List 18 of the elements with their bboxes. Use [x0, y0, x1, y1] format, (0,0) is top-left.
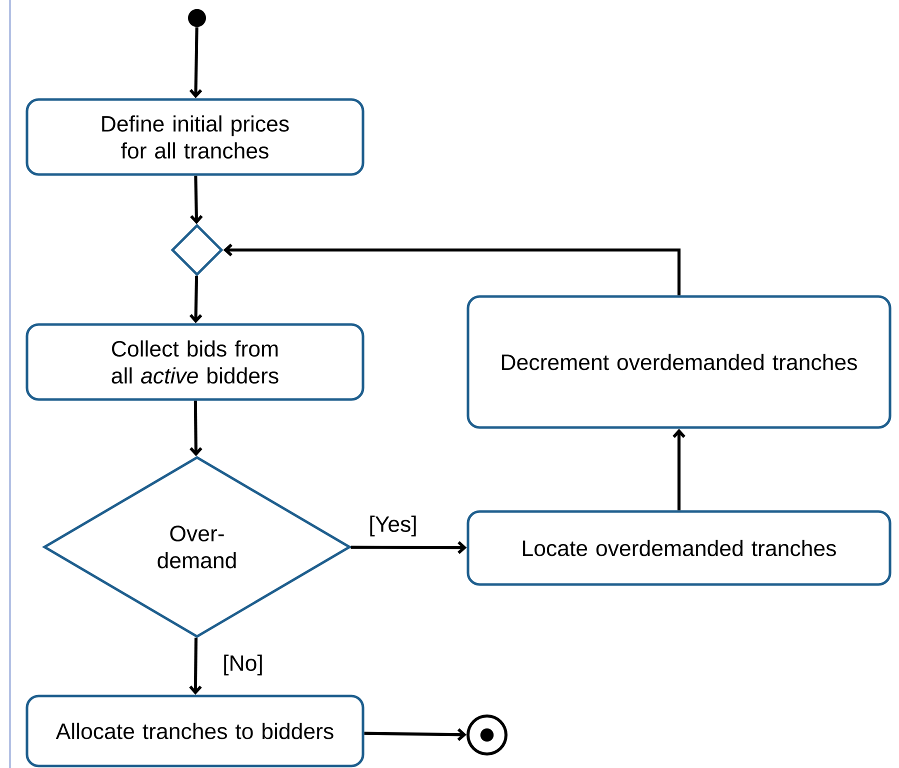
arrow	[189, 27, 202, 98]
arrow	[364, 728, 466, 742]
process-box: Decrement overdemanded tranches	[466, 295, 892, 429]
arrow	[672, 428, 686, 510]
process-box: Define initial prices for all tranches	[26, 98, 364, 176]
process-box: Collect bids from all active bidders	[26, 323, 364, 401]
end-node	[466, 714, 508, 756]
arrow	[189, 638, 202, 695]
arrow	[190, 176, 203, 224]
edge-label: [No]	[221, 653, 265, 677]
arrow	[350, 541, 467, 554]
process-box: Locate overdemanded tranches	[466, 510, 892, 586]
arrow	[190, 400, 202, 456]
start-node	[188, 9, 206, 27]
process-box: Allocate tranches to bidders	[26, 694, 364, 768]
arrow	[189, 276, 202, 324]
arrow	[223, 244, 681, 296]
edge-label: [Yes]	[368, 514, 419, 538]
